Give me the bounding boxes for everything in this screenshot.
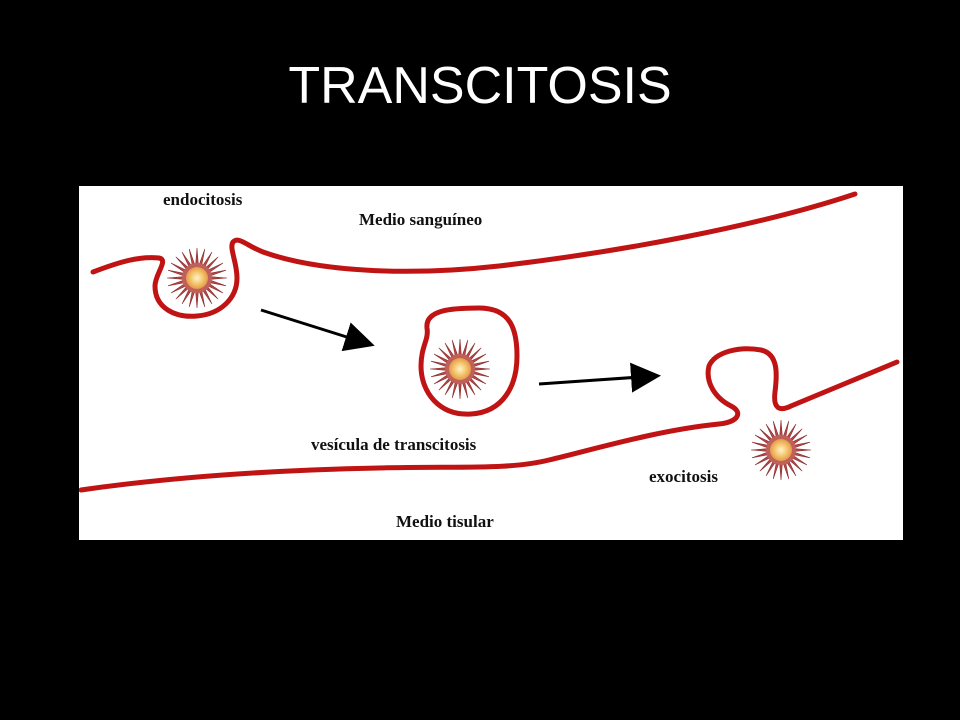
particle-spike: [167, 280, 185, 287]
label-blood-medium: Medio sanguíneo: [359, 210, 483, 229]
particle-spike: [779, 463, 783, 481]
particle-spike: [750, 448, 768, 452]
particle-spike: [793, 441, 811, 448]
slide-title: TRANSCITOSIS: [288, 57, 672, 115]
particle-spike: [199, 290, 206, 308]
label-transcytosis-vesicle: vesícula de transcitosis: [311, 435, 477, 454]
particle-spike: [751, 452, 769, 459]
particle-spike: [195, 291, 199, 309]
particle-core: [186, 267, 208, 289]
particle-spike: [451, 339, 458, 357]
particle-spike: [793, 452, 811, 459]
particle-endocytosis: [166, 247, 228, 309]
particle-spike: [458, 382, 462, 400]
particle-spike: [458, 338, 462, 356]
particle-core: [770, 439, 792, 461]
particle-spike: [772, 462, 779, 480]
particle-spike: [783, 462, 790, 480]
particle-spike: [209, 280, 227, 287]
particle-spike: [462, 339, 469, 357]
particle-vesicle: [429, 338, 491, 400]
particle-core: [449, 358, 471, 380]
particle-spike: [188, 248, 195, 266]
particle-spike: [209, 269, 227, 276]
particle-spike: [772, 420, 779, 438]
label-tissue-medium: Medio tisular: [396, 512, 494, 531]
particle-spike: [751, 441, 769, 448]
particle-exocytosis: [750, 419, 812, 481]
transcytosis-diagram: [79, 191, 900, 493]
particle-spike: [188, 290, 195, 308]
label-exocytosis: exocitosis: [649, 467, 718, 486]
particle-spike: [430, 360, 448, 367]
arrow-vesicle-to-exo: [538, 362, 661, 393]
particle-spike: [451, 381, 458, 399]
upper-membrane: [90, 191, 858, 319]
particle-spike: [462, 381, 469, 399]
particle-spike: [779, 419, 783, 437]
particle-spike: [429, 367, 447, 371]
particle-spike: [166, 276, 184, 280]
particle-spike: [794, 448, 812, 452]
particle-spike: [195, 247, 199, 265]
lower-membrane: [79, 346, 900, 493]
arrow-endo-to-vesicle: [260, 308, 375, 352]
particle-spike: [430, 371, 448, 378]
particle-spike: [472, 360, 490, 367]
particle-spike: [210, 276, 228, 280]
transcytosis-vesicle: [418, 305, 520, 417]
particle-spike: [473, 367, 491, 371]
particle-spike: [783, 420, 790, 438]
particle-spike: [472, 371, 490, 378]
particle-spike: [199, 248, 206, 266]
diagram-panel: endocitosis Medio sanguíneo vesícula de …: [79, 186, 903, 540]
label-endocytosis: endocitosis: [163, 190, 243, 209]
particle-spike: [167, 269, 185, 276]
